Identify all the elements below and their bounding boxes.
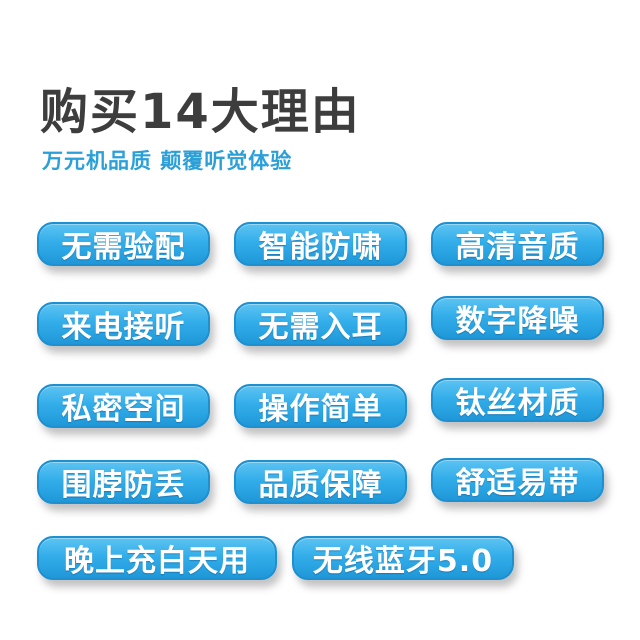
feature-label: 钛丝材质 [455, 386, 580, 421]
feature-label: 高清音质 [455, 230, 580, 265]
feature-badge-night-charge: 晚上充白天用 [37, 536, 277, 580]
feature-label: 晚上充白天用 [64, 544, 250, 579]
feature-label: 来电接听 [61, 310, 186, 345]
feature-badge-bluetooth: 无线蓝牙5.0 [292, 536, 514, 580]
feature-badge-no-in-ear: 无需入耳 [234, 302, 407, 346]
feature-label: 操作简单 [258, 392, 383, 427]
page-subtitle: 万元机品质 颠覆听觉体验 [42, 149, 293, 173]
feature-label: 围脖防丢 [61, 468, 186, 503]
feature-badge-anti-howling: 智能防啸 [234, 222, 407, 266]
feature-badge-comfortable: 舒适易带 [431, 458, 604, 502]
feature-badge-neckband-anti-loss: 围脖防丢 [37, 460, 210, 504]
feature-label: 数字降噪 [455, 304, 580, 339]
feature-label: 无需验配 [61, 230, 186, 265]
feature-badge-easy-operation: 操作简单 [234, 384, 407, 428]
feature-badge-titanium-wire: 钛丝材质 [431, 378, 604, 422]
feature-label: 品质保障 [258, 468, 383, 503]
feature-label: 无线蓝牙5.0 [312, 544, 494, 579]
feature-label: 私密空间 [61, 392, 186, 427]
feature-badge-hd-sound: 高清音质 [431, 222, 604, 266]
feature-label: 智能防啸 [258, 230, 383, 265]
feature-badge-call-answer: 来电接听 [37, 302, 210, 346]
feature-badge-no-fitting: 无需验配 [37, 222, 210, 266]
feature-badge-noise-reduction: 数字降噪 [431, 296, 604, 340]
feature-label: 无需入耳 [258, 310, 383, 345]
feature-badge-quality-guarantee: 品质保障 [234, 460, 407, 504]
feature-label: 舒适易带 [455, 466, 580, 501]
feature-badge-private-space: 私密空间 [37, 384, 210, 428]
page-title: 购买14大理由 [40, 84, 361, 140]
